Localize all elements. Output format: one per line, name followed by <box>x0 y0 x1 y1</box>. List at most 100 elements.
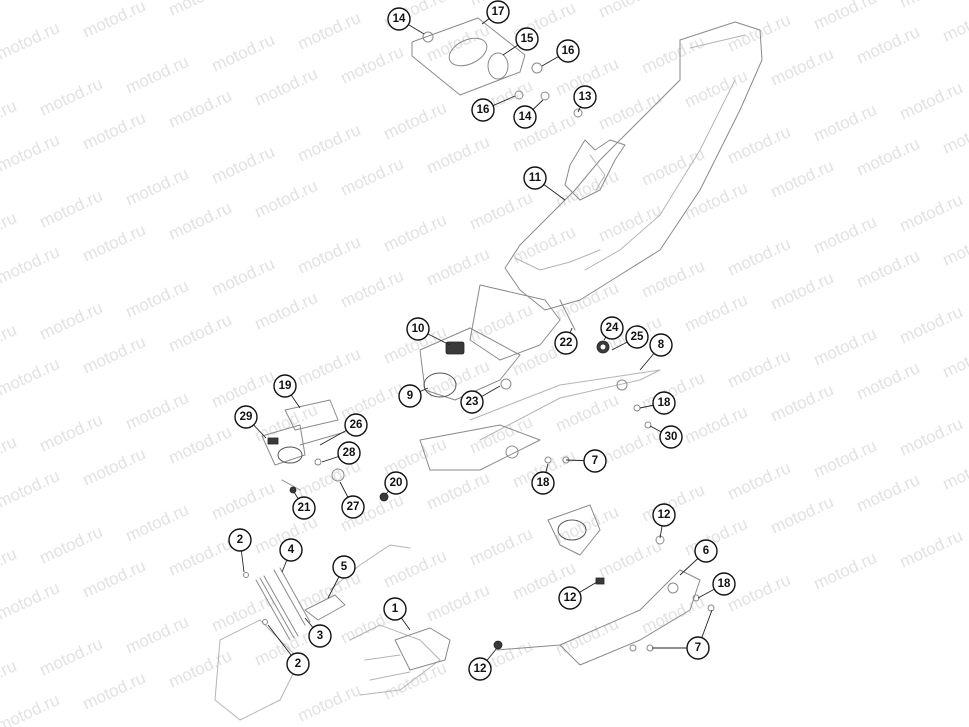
watermark-text: motod.ru <box>209 478 278 524</box>
watermark-text: motod.ru <box>338 266 407 312</box>
callout-22[interactable]: 22 <box>554 327 578 355</box>
callout-6[interactable]: 6 <box>679 539 718 576</box>
callout-5[interactable]: 5 <box>327 555 356 599</box>
callout-29[interactable]: 29 <box>234 405 267 439</box>
callout-19[interactable]: 19 <box>273 374 301 409</box>
callout-label: 16 <box>562 45 575 57</box>
watermark-text: motod.ru <box>811 212 880 258</box>
callout-18-lower[interactable]: 18 <box>697 572 736 599</box>
callout-27[interactable]: 27 <box>339 481 365 519</box>
callout-16-left[interactable]: 16 <box>471 95 516 122</box>
callout-21[interactable]: 21 <box>292 491 316 520</box>
callout-label: 12 <box>658 509 671 521</box>
callout-28[interactable]: 28 <box>321 441 361 465</box>
watermark-text: motod.ru <box>467 524 536 570</box>
watermark-text: motod.ru <box>0 544 19 590</box>
callout-14-upper[interactable]: 14 <box>387 7 425 35</box>
watermark-text: motod.ru <box>897 526 966 572</box>
callout-23[interactable]: 23 <box>460 385 501 414</box>
callout-24[interactable]: 24 <box>600 316 624 341</box>
watermark-text: motod.ru <box>80 0 149 42</box>
watermark-text: motod.ru <box>295 8 364 54</box>
watermark-text: motod.ru <box>596 536 665 582</box>
callout-25[interactable]: 25 <box>611 325 649 351</box>
watermark-text: motod.ru <box>209 366 278 412</box>
watermark-text: motod.ru <box>37 410 106 456</box>
callout-7-right[interactable]: 7 <box>686 609 713 660</box>
callout-8[interactable]: 8 <box>639 333 673 371</box>
watermark-text: motod.ru <box>0 466 62 512</box>
callout-label: 16 <box>477 104 490 116</box>
front-pipes-drawing <box>214 544 441 721</box>
callout-11[interactable]: 11 <box>523 166 566 201</box>
callout-label: 5 <box>341 561 348 573</box>
callout-17[interactable]: 17 <box>481 0 510 25</box>
callout-9[interactable]: 9 <box>398 384 429 408</box>
callout-4[interactable]: 4 <box>279 538 303 573</box>
callout-label: 18 <box>537 477 550 489</box>
callout-12-lower[interactable]: 12 <box>468 647 498 681</box>
watermark-text: motod.ru <box>639 592 708 638</box>
callout-26[interactable]: 26 <box>319 413 368 446</box>
watermark-text: motod.ru <box>467 188 536 234</box>
callout-12-middle[interactable]: 12 <box>558 581 598 610</box>
callout-label: 29 <box>240 411 253 423</box>
watermark-text: motod.ru <box>166 534 235 580</box>
callout-15[interactable]: 15 <box>502 27 539 56</box>
callout-30[interactable]: 30 <box>649 425 683 449</box>
callout-18-upper[interactable]: 18 <box>639 391 676 415</box>
watermark-text: motod.ru <box>295 120 364 166</box>
callout-1[interactable]: 1 <box>383 597 411 631</box>
watermark-text: motod.ru <box>639 144 708 190</box>
watermark-text: motod.ru <box>940 0 969 46</box>
callout-20[interactable]: 20 <box>384 471 408 495</box>
watermark-text: motod.ru <box>768 268 837 314</box>
watermark-text: motod.ru <box>811 0 880 34</box>
watermark-text: motod.ru <box>80 556 149 602</box>
watermark-text: motod.ru <box>940 448 969 494</box>
callout-label: 30 <box>665 431 678 443</box>
callout-10[interactable]: 10 <box>406 317 451 346</box>
callout-label: 7 <box>695 642 701 654</box>
callout-13[interactable]: 13 <box>573 85 597 113</box>
watermark-text: motod.ru <box>424 132 493 178</box>
watermark-text: motod.ru <box>467 300 536 346</box>
watermark-text: motod.ru <box>166 198 235 244</box>
callout-label: 22 <box>560 337 573 349</box>
callout-label: 14 <box>519 111 532 123</box>
watermark-text: motod.ru <box>295 568 364 614</box>
watermark-text: motod.ru <box>123 388 192 434</box>
callout-14-lower[interactable]: 14 <box>513 99 544 129</box>
watermark-text: motod.ru <box>0 432 19 478</box>
callout-label: 2 <box>295 658 301 670</box>
callout-label: 24 <box>606 322 619 334</box>
watermark-text: motod.ru <box>252 288 321 334</box>
watermark-text: motod.ru <box>0 656 19 702</box>
callout-label: 1 <box>392 603 399 615</box>
watermark-text: motod.ru <box>0 96 19 142</box>
center-pipe-drawing <box>364 627 451 681</box>
watermark-text: motod.ru <box>252 176 321 222</box>
callout-label: 11 <box>529 172 542 184</box>
callout-16-right[interactable]: 16 <box>541 39 580 67</box>
watermark-text: motod.ru <box>80 668 149 714</box>
watermark-text: motod.ru <box>37 298 106 344</box>
watermark-text: motod.ru <box>123 276 192 322</box>
callout-18-middle[interactable]: 18 <box>531 463 555 495</box>
watermark-text: motod.ru <box>596 0 665 22</box>
rear-pipe-drawing <box>493 504 715 666</box>
callout-label: 2 <box>237 534 243 546</box>
watermark-text: motod.ru <box>37 522 106 568</box>
watermark-text: motod.ru <box>854 22 923 68</box>
callout-label: 6 <box>703 545 709 557</box>
callout-3[interactable]: 3 <box>304 617 332 648</box>
watermark-text: motod.ru <box>897 78 966 124</box>
callout-7-upper[interactable]: 7 <box>565 449 607 473</box>
callout-12-right[interactable]: 12 <box>652 503 676 539</box>
watermark-text: motod.ru <box>295 232 364 278</box>
watermark-text: motod.ru <box>639 32 708 78</box>
watermark-text: motod.ru <box>424 244 493 290</box>
callout-2-lower[interactable]: 2 <box>267 624 310 676</box>
watermark-text: motod.ru <box>725 346 794 392</box>
callout-2-upper[interactable]: 2 <box>228 528 252 573</box>
